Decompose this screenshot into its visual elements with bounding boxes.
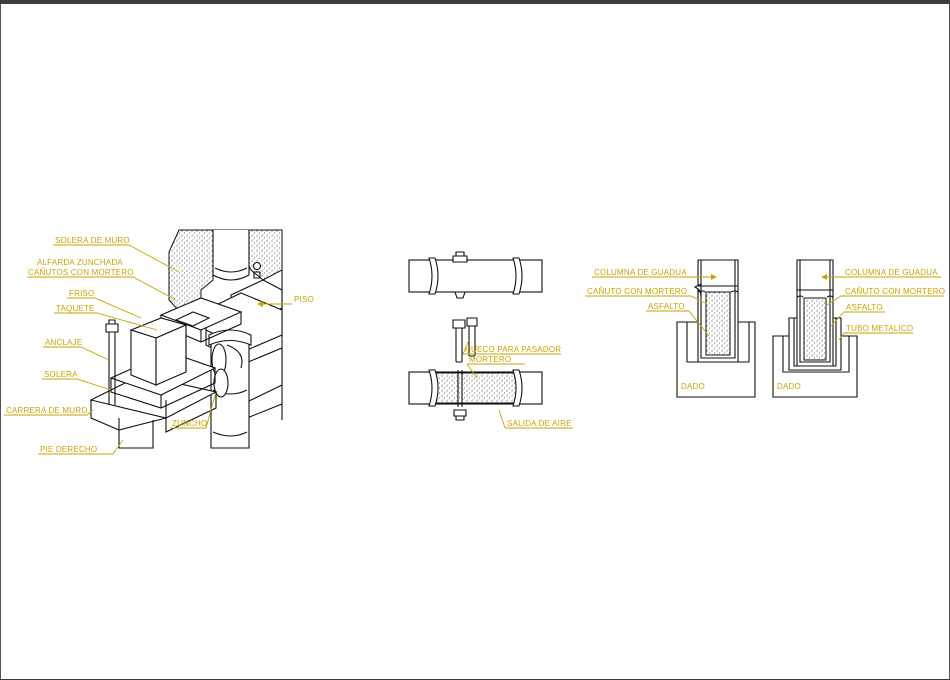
label-col1-canuto: CAÑUTO CON MORTERO <box>587 287 687 296</box>
tube-labels: HUECO PARA PASADOR MORTERO SALIDA DE AIR… <box>462 339 573 429</box>
label-col1-asfalto: ASFALTO <box>648 302 685 311</box>
label-col1-columna: COLUMNA DE GUADUA <box>594 268 687 277</box>
column-detail-2 <box>772 259 858 398</box>
label-col2-asfalto: ASFALTO <box>846 303 883 312</box>
label-col1-dado: DADO <box>681 382 705 391</box>
label-piso: PISO <box>294 295 314 304</box>
label-carrera: CARRERA DE MURO <box>6 406 88 415</box>
label-alfarda: ALFARDA ZUNCHADA <box>37 258 123 267</box>
label-zuncho: ZUNCHO <box>172 419 207 428</box>
label-hueco: HUECO PARA PASADOR <box>465 345 561 354</box>
column-1-labels: COLUMNA DE GUADUA CAÑUTO CON MORTERO ASF… <box>585 268 717 391</box>
label-col2-dado: DADO <box>777 382 801 391</box>
column-detail-1 <box>676 259 756 398</box>
isometric-labels: SOLERA DE MURO ALFARDA ZUNCHADA CAÑUTOS … <box>4 236 314 455</box>
column-2-labels: COLUMNA DE GUADUA CAÑUTO CON MORTERO ASF… <box>777 268 945 391</box>
label-pie-derecho: PIE DERECHO <box>40 445 97 454</box>
label-col2-canuto: CAÑUTO CON MORTERO <box>845 287 945 296</box>
label-canutos: CAÑUTOS CON MORTERO <box>28 268 134 277</box>
label-friso: FRISO <box>69 289 94 298</box>
tube-detail <box>408 251 543 421</box>
label-salida: SALIDA DE AIRE <box>507 419 572 428</box>
drawing-canvas: SOLERA DE MURO ALFARDA ZUNCHADA CAÑUTOS … <box>4 229 945 455</box>
label-taquete: TAQUETE <box>56 304 95 313</box>
label-col2-columna: COLUMNA DE GUADUA <box>845 268 938 277</box>
drawing-sheet[interactable]: SOLERA DE MURO ALFARDA ZUNCHADA CAÑUTOS … <box>0 4 950 679</box>
label-col2-tubo: TUBO METALICO <box>846 324 913 333</box>
isometric-detail <box>89 229 283 449</box>
label-solera: SOLERA <box>44 370 78 379</box>
label-anclaje: ANCLAJE <box>45 338 82 347</box>
label-mortero: MORTERO <box>469 355 511 364</box>
label-solera-muro: SOLERA DE MURO <box>55 236 130 245</box>
